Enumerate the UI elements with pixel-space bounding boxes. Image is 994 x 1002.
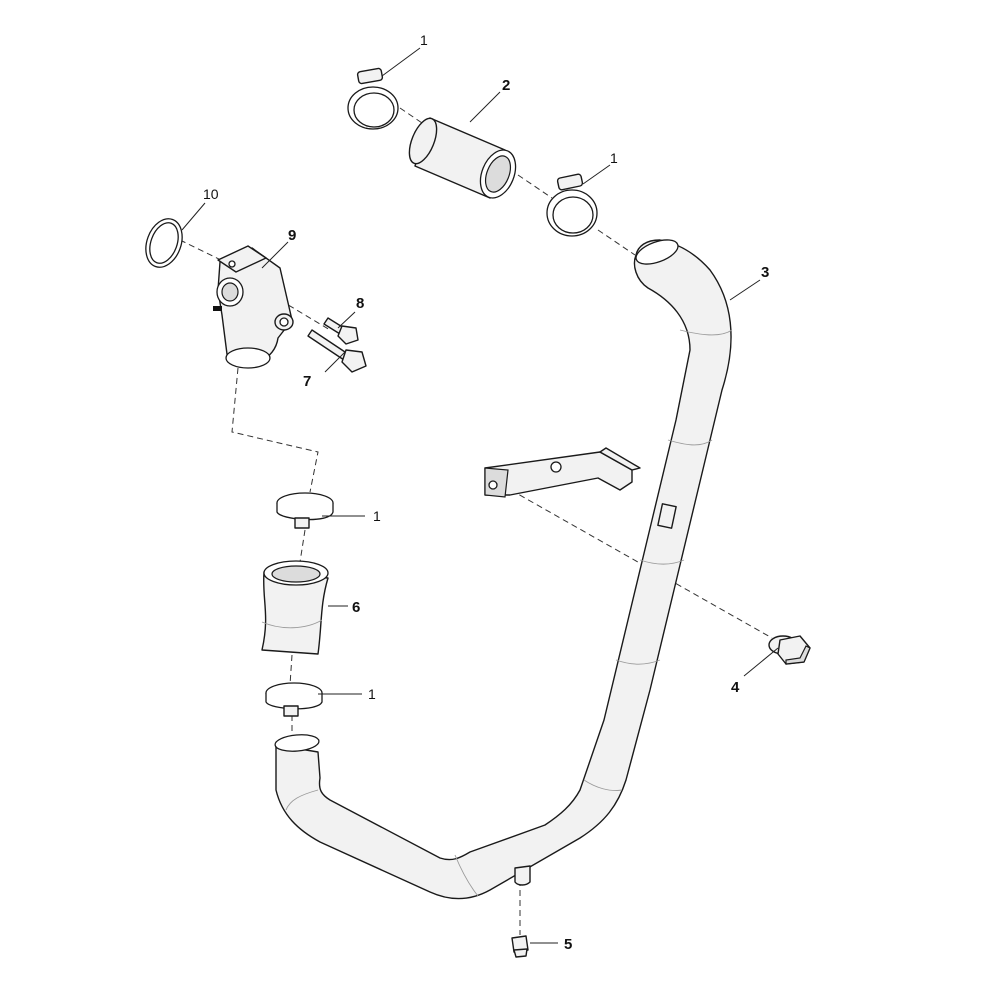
part-4-flange-bolt: [768, 635, 811, 665]
assembly-lines: [179, 107, 773, 935]
callout-1-lower-hose: 1: [368, 686, 376, 702]
callout-9: 9: [288, 227, 296, 244]
callout-4: 4: [731, 679, 740, 696]
callout-1-mid: 1: [610, 150, 618, 166]
part-1-clamp-top: [347, 67, 399, 130]
part-1-clamp-upper-hose: [276, 492, 334, 529]
callouts: 1 2 1 3 10 9 8 7 1 6 4 1 5: [203, 32, 769, 953]
callout-7: 7: [303, 373, 311, 390]
callout-6: 6: [352, 599, 360, 616]
part-10-o-ring: [145, 218, 183, 268]
part-3-coolant-tube: [274, 239, 733, 900]
part-1-clamp-mid: [546, 173, 598, 237]
part-7-bolt-long: [307, 329, 367, 373]
part-8-bolt-short: [323, 317, 359, 345]
leader-lines: [181, 47, 779, 944]
part-9-outlet-housing: [213, 245, 294, 369]
part-2-straight-hose: [408, 117, 517, 199]
callout-1-upper-hose: 1: [373, 508, 381, 524]
callout-1-top: 1: [420, 32, 428, 48]
part-1-clamp-lower-hose: [265, 682, 323, 717]
part-5-drain-plug: [511, 935, 529, 958]
callout-5: 5: [564, 936, 572, 953]
callout-10: 10: [203, 186, 219, 202]
callout-2: 2: [502, 77, 510, 94]
callout-8: 8: [356, 295, 364, 312]
callout-3: 3: [761, 264, 769, 281]
part-6-bent-hose: [261, 560, 329, 655]
